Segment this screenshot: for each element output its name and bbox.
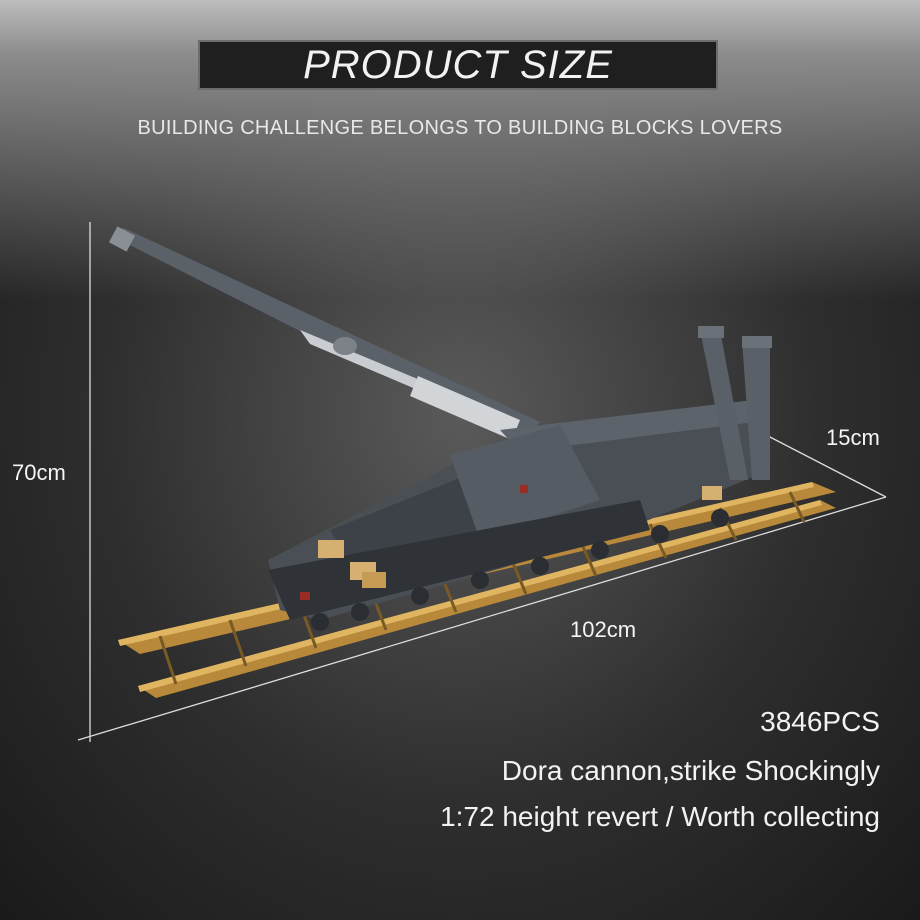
cannon-barrel xyxy=(108,226,540,442)
height-dimension-label: 70cm xyxy=(12,460,66,485)
cannon-body xyxy=(268,326,772,631)
page-title: PRODUCT SIZE xyxy=(303,42,613,87)
scale-note: 1:72 height revert / Worth collecting xyxy=(440,801,880,832)
dimension-lines xyxy=(77,222,887,742)
depth-guide-line xyxy=(767,435,887,498)
product-description: Dora cannon,strike Shockingly xyxy=(501,755,880,786)
length-dimension-label: 102cm xyxy=(570,617,637,642)
page-subtitle: BUILDING CHALLENGE BELONGS TO BUILDING B… xyxy=(137,117,783,139)
piece-count: 3846PCS xyxy=(760,706,880,737)
title-banner: PRODUCT SIZE xyxy=(198,40,718,90)
depth-dimension-label: 15cm xyxy=(826,425,880,450)
length-guide-line xyxy=(77,496,887,741)
